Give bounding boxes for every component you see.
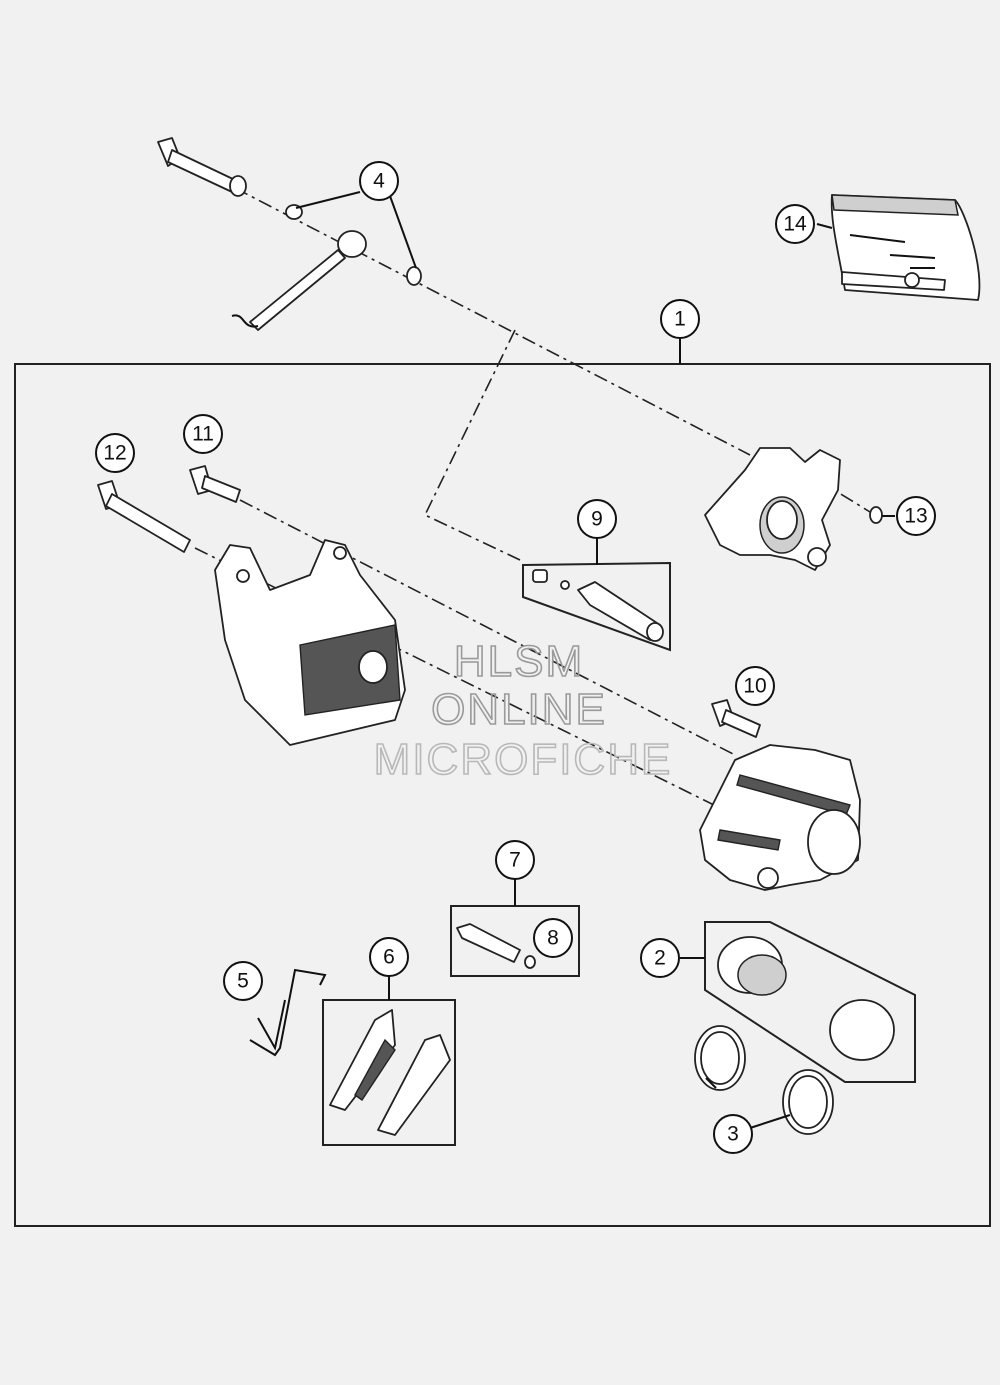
pad-spring (249, 968, 327, 1057)
pad-pin (711, 699, 761, 738)
brake-pad-box (322, 999, 456, 1146)
callout-2: 2 (640, 938, 680, 978)
callout-6: 6 (369, 937, 409, 977)
svg-text:10: 10 (743, 675, 766, 698)
svg-text:6: 6 (383, 946, 395, 969)
callout-8: 8 (533, 918, 573, 958)
leader-lines (295, 191, 895, 1129)
callout-10: 10 (735, 666, 775, 706)
svg-text:9: 9 (591, 508, 603, 531)
svg-text:12: 12 (103, 442, 126, 465)
svg-text:13: 13 (904, 505, 927, 528)
piston-kit-box (704, 921, 916, 1083)
callout-4: 4 (359, 161, 399, 201)
caliper-bracket-upper (704, 447, 883, 571)
callout-13: 13 (896, 496, 936, 536)
caliper-main (699, 744, 861, 891)
svg-text:3: 3 (727, 1123, 739, 1146)
callout-3: 3 (713, 1114, 753, 1154)
piston-seals (694, 1025, 834, 1135)
svg-text:5: 5 (237, 970, 249, 993)
grease-tube (830, 194, 981, 301)
watermark: HLSM ONLINE MICROFICHE (373, 636, 673, 785)
callout-12: 12 (95, 433, 135, 473)
caliper-support-bracket (214, 539, 406, 746)
svg-text:2: 2 (654, 947, 666, 970)
callout-9: 9 (577, 499, 617, 539)
callout-5: 5 (223, 961, 263, 1001)
callout-11: 11 (183, 414, 223, 454)
svg-text:1: 1 (674, 308, 686, 331)
callout-7: 7 (495, 840, 535, 880)
watermark-line-3: MICROFICHE (374, 735, 673, 784)
svg-text:14: 14 (783, 213, 807, 236)
callout-1: 1 (660, 299, 700, 339)
watermark-line-1: HLSM (454, 637, 584, 686)
watermark-line-2: ONLINE (431, 685, 607, 734)
assembly-frame (14, 363, 991, 1227)
bleeder-kit-box (522, 561, 671, 652)
svg-text:8: 8 (547, 927, 559, 950)
callout-14: 14 (775, 204, 815, 244)
svg-text:11: 11 (192, 423, 214, 446)
svg-text:4: 4 (373, 170, 385, 193)
banjo-bolt-assembly (157, 137, 422, 331)
svg-text:7: 7 (509, 849, 521, 872)
bolts (97, 465, 241, 553)
